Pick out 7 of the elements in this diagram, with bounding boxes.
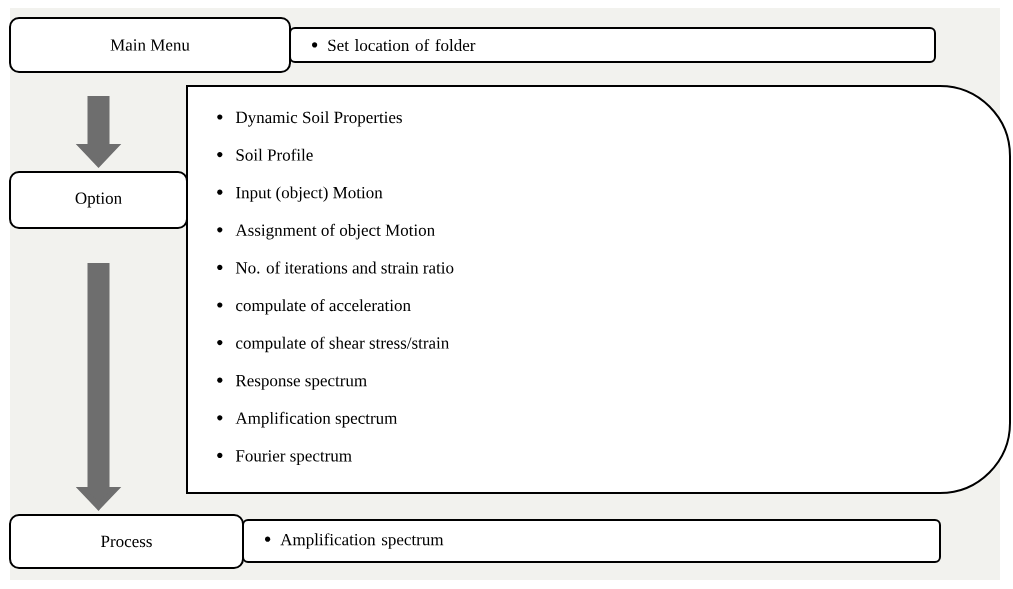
node-label: Amplification spectrum xyxy=(280,533,444,549)
label-box: Process xyxy=(9,514,244,569)
label-box: Main Menu xyxy=(9,17,291,73)
bullet-box: Amplification spectrum xyxy=(242,519,941,563)
label-box: Option xyxy=(9,171,188,229)
list-box: Dynamic Soil Properties Soil Profile Input (object) Motion Assignment of object Motion No. of iterations and strain ratio compulate of acceleration compulate of shear stress/strain Response spectrum Amplification spectrum Fourier spectrum xyxy=(186,85,1011,494)
bullet-box: Set location of folder xyxy=(289,27,936,63)
